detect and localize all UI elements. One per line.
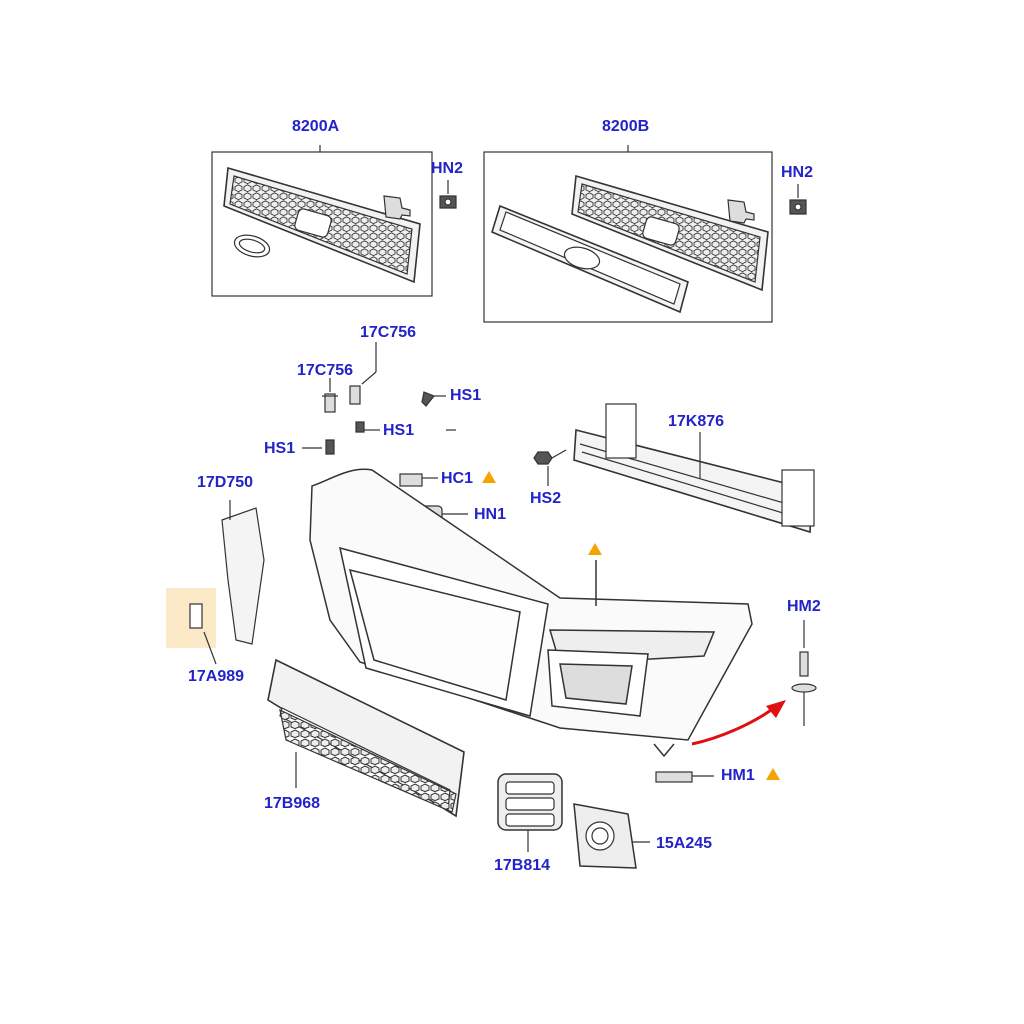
callout-17C756-top: 17C756 <box>360 324 417 341</box>
grille-kit-8200B <box>483 145 773 323</box>
screw-hs1-upper <box>421 391 446 407</box>
callout-8200A: 8200A <box>292 118 340 135</box>
callout-hc1: HC1 <box>441 470 474 487</box>
warning-triangle-icon-hc1 <box>482 471 496 483</box>
callout-17D750: 17D750 <box>197 474 254 491</box>
side-bracket-17D750 <box>221 500 265 645</box>
bolt-hs2 <box>533 449 567 486</box>
callout-hn2-right: HN2 <box>781 164 814 181</box>
front-bumper-cover <box>309 468 753 758</box>
callout-17A989: 17A989 <box>188 668 245 685</box>
callout-hn1: HN1 <box>474 506 507 523</box>
callout-hs1-left: HS1 <box>264 440 296 457</box>
callout-hs1-upper: HS1 <box>450 387 482 404</box>
lower-grille-17B968 <box>267 658 465 818</box>
callout-15A245: 15A245 <box>656 835 713 852</box>
callout-hn2-left: HN2 <box>431 160 464 177</box>
screw-hs1-mid <box>355 421 380 433</box>
clip-17C756-b <box>349 342 377 405</box>
strip-hm1 <box>655 771 714 783</box>
red-arrow-icon <box>691 706 775 746</box>
callout-17B814: 17B814 <box>494 857 551 874</box>
callout-hm1: HM1 <box>721 767 755 784</box>
clip-17C756-a <box>322 380 338 413</box>
callout-hs1-mid: HS1 <box>383 422 415 439</box>
rivet-hm2 <box>791 620 817 726</box>
callout-17B968: 17B968 <box>264 795 321 812</box>
warning-triangle-icon-hm1 <box>766 768 780 780</box>
bumper-beam-17K876 <box>573 403 815 534</box>
callout-17C756-left: 17C756 <box>297 362 354 379</box>
screw-hs1-left <box>302 439 335 455</box>
clip-17A989 <box>189 603 217 665</box>
callout-8200B: 8200B <box>602 118 650 135</box>
fog-bezel-15A245 <box>573 803 650 869</box>
callout-hs2: HS2 <box>530 490 562 507</box>
nut-hn2-right <box>789 184 807 215</box>
fog-bezel-17B814 <box>497 773 563 852</box>
nut-hn2-left <box>439 180 457 209</box>
warning-triangle-icon-bumper <box>588 543 602 555</box>
grille-kit-8200A <box>211 145 433 297</box>
callout-hm2: HM2 <box>787 598 821 615</box>
callout-17K876: 17K876 <box>668 413 725 430</box>
red-arrow-head <box>766 700 786 718</box>
clip-hc1 <box>399 473 438 487</box>
